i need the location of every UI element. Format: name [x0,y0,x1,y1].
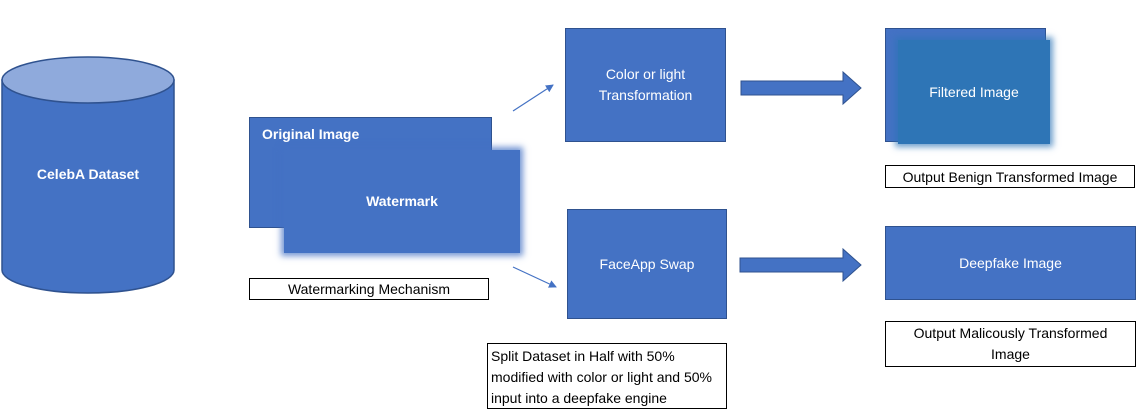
watermarking-mechanism-text: Watermarking Mechanism [287,281,451,297]
deepfake-image-box: Deepfake Image [885,226,1136,300]
watermarking-mechanism-label: Watermarking Mechanism [249,278,489,300]
block-arrow-to-deepfake-image [739,247,862,283]
output-benign-label: Output Benign Transformed Image [885,165,1135,188]
faceapp-swap-box: FaceApp Swap [567,209,727,319]
faceapp-swap-label: FaceApp Swap [599,255,695,272]
dataset-label: CelebA Dataset [36,166,140,182]
dataset-cylinder-body [1,79,175,294]
arrow-to-faceapp-swap [512,266,557,288]
output-malicious-label: Output Malicously Transformed Image [885,321,1136,367]
filtered-image-box: Filtered Image [898,40,1050,144]
original-image-label: Original Image [262,126,360,142]
split-dataset-note-text: Split Dataset in Half with 50% modified … [491,348,713,406]
watermark-label: Watermark [366,193,438,209]
deepfake-image-label: Deepfake Image [959,254,1062,271]
color-transform-box: Color or light Transformation [565,28,726,142]
filtered-image-label: Filtered Image [929,83,1019,100]
output-malicious-text: Output Malicously Transformed Image [913,325,1108,362]
arrow-to-color-transform [512,84,554,112]
dataset-cylinder-top [1,56,175,104]
output-benign-text: Output Benign Transformed Image [902,168,1118,185]
block-arrow-to-filtered-image [740,70,862,106]
watermark-box: Watermark [284,150,520,253]
split-dataset-note: Split Dataset in Half with 50% modified … [487,343,727,409]
color-transform-label: Color or light Transformation [598,66,693,103]
